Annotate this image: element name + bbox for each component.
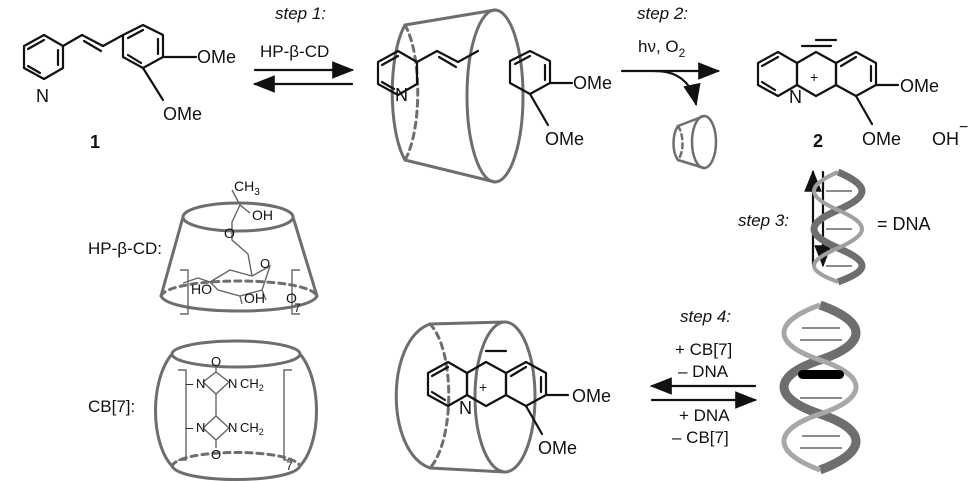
cb7-o-bottom: O [211, 447, 221, 462]
compound-2: N + OMe OMe OH − 2 [756, 38, 968, 151]
cb7-dash-1: – [186, 376, 194, 391]
hpbcd-legend-label: HP-β-CD: [88, 239, 162, 258]
dna-legend-helix [810, 168, 866, 286]
cb7-complex-outer-left [394, 322, 432, 470]
complex2-ome-b: OMe [538, 438, 577, 458]
ether-o-label: O [224, 225, 235, 241]
cb7-repeat-7: 7 [286, 459, 293, 473]
pyridine-n-label: N [36, 86, 49, 106]
step-3-label: step 3: [738, 211, 789, 230]
hpbcd-reagent: HP-β-CD [260, 42, 329, 61]
hydroxide-charge: − [959, 119, 968, 136]
cb7-legend-label: CB[7]: [88, 397, 135, 416]
step-4: step 4: + CB[7] – DNA + DNA – CB[7] [649, 307, 758, 447]
ring-oh-label: OH [244, 290, 265, 306]
complex-ome-a: OMe [573, 73, 612, 93]
cd-wall [403, 8, 497, 184]
step-4-label: step 4: [680, 307, 731, 326]
hv-o2-reagent: hν, O2 [638, 37, 686, 60]
hpbcd-legend: HP-β-CD: CH3 OH O O HO OH O 7 [88, 178, 319, 315]
ring-o-label: O [260, 256, 270, 271]
hydroxide-label: OH [932, 129, 959, 149]
complex-ome-b: OMe [545, 129, 584, 149]
quinolizinium-n-label: N [789, 87, 802, 107]
complex-n2-label: N [459, 398, 472, 418]
complex-n-label: N [395, 85, 408, 105]
ome-label-1b: OMe [163, 104, 202, 124]
ome-label-2a: OMe [900, 76, 939, 96]
compound-1-number: 1 [90, 132, 100, 152]
cb7-bottom-portal [170, 464, 302, 481]
release-arrow [653, 69, 701, 107]
cb7-dash-2: – [186, 420, 194, 435]
step-2-label: step 2: [637, 4, 688, 23]
cb7-n-1: N [196, 376, 205, 391]
dna-add-reagent: + DNA [679, 406, 730, 425]
inclusion-complex-1: N OMe OMe [376, 8, 612, 184]
cd-rim-narrow-back [403, 23, 420, 162]
cb7-add-reagent: + CB[7] [675, 340, 732, 359]
quinolizinium-charge: + [810, 69, 818, 85]
cb7-n-4: N [228, 420, 237, 435]
hpbcd-top-rim [181, 201, 295, 233]
cb7-ch2-2: CH2 [240, 420, 264, 437]
ch3-label: CH3 [234, 178, 260, 198]
dna-equals-label: = DNA [877, 214, 931, 234]
step-3: step 3: = DNA [738, 168, 931, 286]
ho-label: HO [191, 281, 212, 297]
cb7-complex: N + OMe OMe [394, 320, 611, 474]
hpbcd-bottom-rim [159, 294, 319, 313]
cb7-remove-reagent: – CB[7] [672, 428, 729, 447]
complex2-ome-a: OMe [572, 386, 611, 406]
dna-intercalation-complex [779, 300, 861, 475]
compound-2-number: 2 [813, 131, 823, 151]
ome-label-1a: OMe [197, 47, 236, 67]
ring-oh-label-2: O [286, 290, 297, 306]
complex-charge: + [479, 379, 487, 395]
chain-oh-label: OH [252, 207, 273, 223]
cb7-n-2: N [228, 376, 237, 391]
hpbcd-repeat-7: 7 [294, 301, 301, 315]
step-1-label: step 1: [275, 4, 326, 23]
intercalated-ligand [798, 370, 844, 379]
cb7-complex-rim [473, 320, 537, 474]
dna-remove-reagent: – DNA [678, 362, 729, 381]
cb7-ch2-1: CH2 [240, 376, 264, 393]
step-2: step 2: hν, O2 [620, 4, 721, 170]
cb7-n-3: N [196, 420, 205, 435]
ome-label-2b: OMe [862, 129, 901, 149]
step-1: step 1: HP-β-CD [252, 4, 355, 93]
released-cd-rim [690, 114, 718, 170]
cb7-legend: CB[7]: O O N N N N – – CH2 CH2 7 [88, 339, 318, 481]
compound-1: N OMe OMe 1 [22, 23, 236, 152]
cb7-o-top: O [211, 354, 221, 369]
cb7-top-portal [170, 339, 302, 369]
cd-rim-wide [465, 8, 525, 184]
